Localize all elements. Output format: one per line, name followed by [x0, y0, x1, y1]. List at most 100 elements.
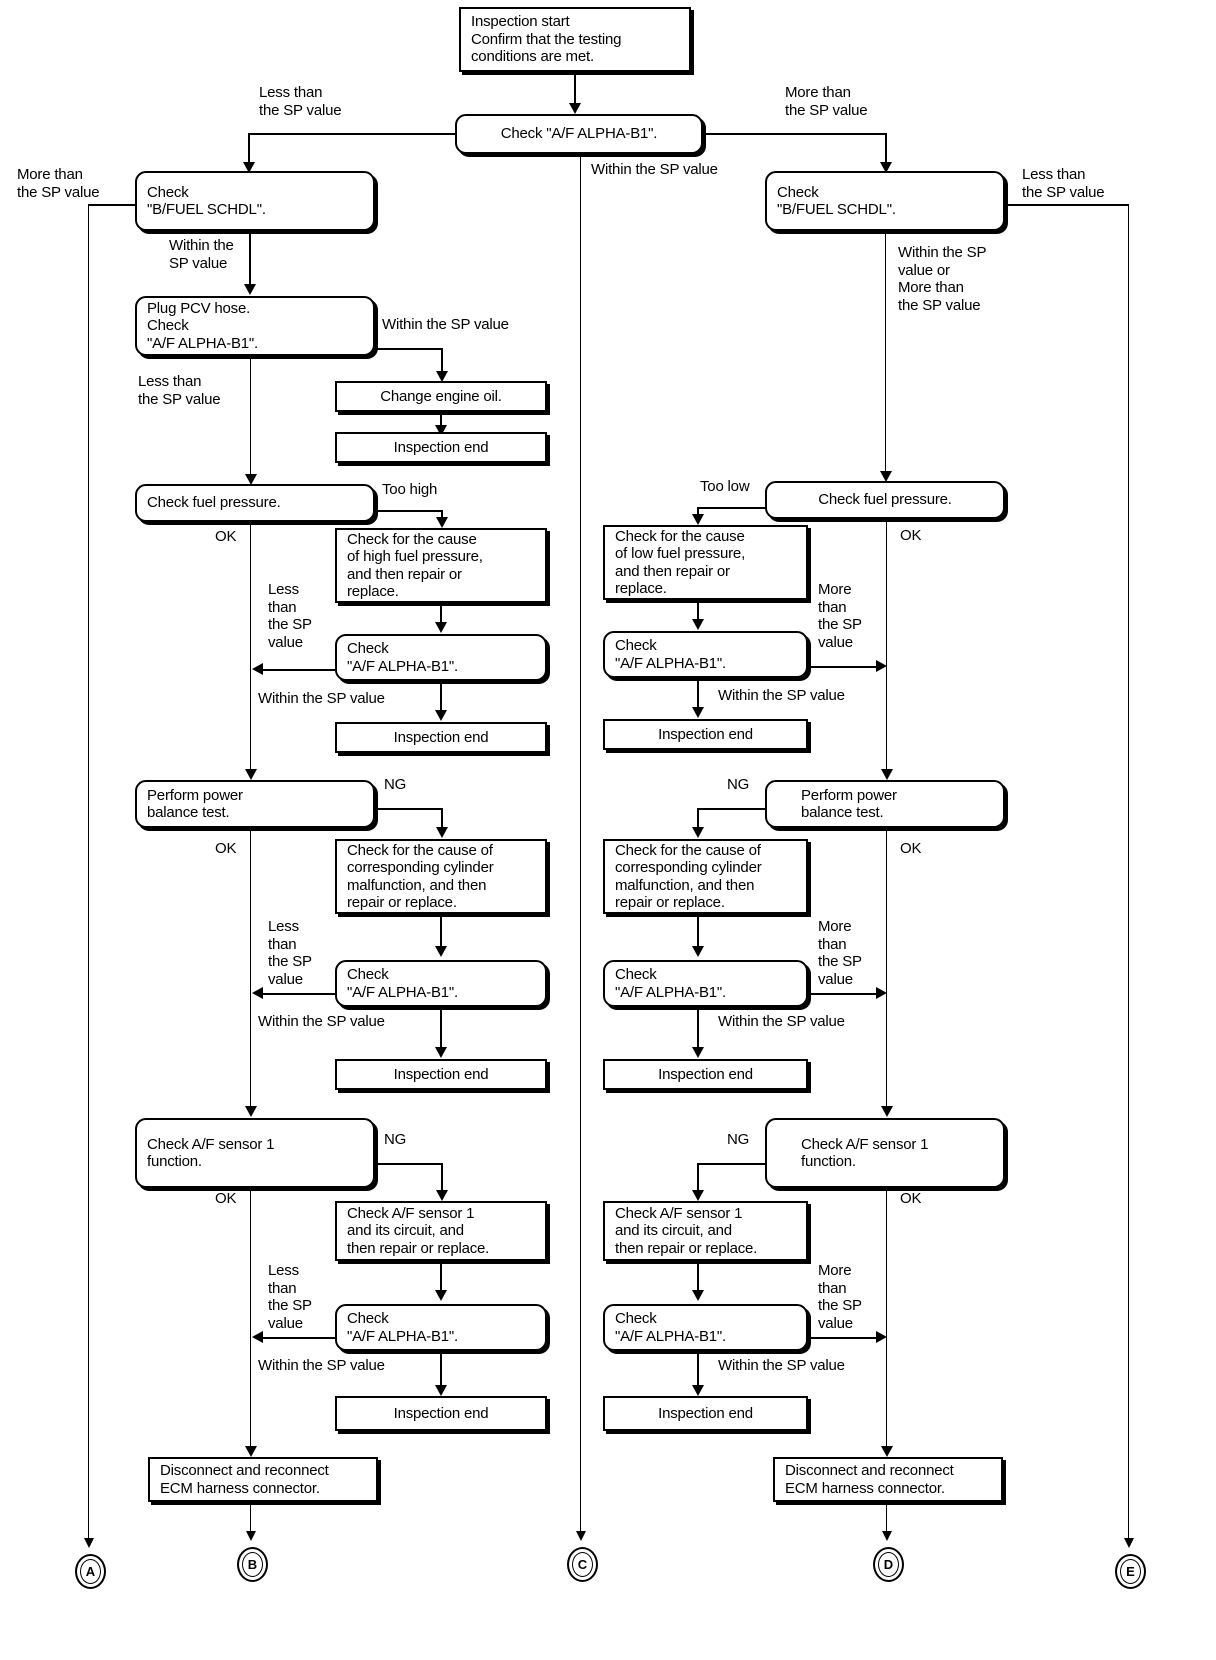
node-left-af-1: Check "A/F ALPHA-B1".	[335, 634, 547, 681]
connector-c: C	[567, 1547, 598, 1582]
label-ok-2-left: OK	[215, 840, 237, 857]
label-more-sp-top: More than the SP value	[785, 84, 868, 119]
arrow-ng1r	[692, 827, 704, 838]
label-less-stack-2: Less than the SP value	[268, 918, 312, 989]
line-top-left-v	[248, 133, 250, 165]
label-ng-1-right: NG	[727, 776, 750, 793]
node-right-af-2: Check "A/F ALPHA-B1".	[603, 960, 808, 1007]
node-right-cause-cylinder: Check for the cause of corresponding cyl…	[603, 839, 808, 914]
node-right-check-fuel-pressure: Check fuel pressure.	[765, 481, 1005, 519]
line-toolow-v	[697, 507, 699, 517]
connector-b: B	[237, 1547, 268, 1582]
arrow-right-bfuel-down	[880, 471, 892, 482]
line-af2-back-h	[262, 993, 337, 995]
line-af1r-down	[697, 678, 699, 710]
arrow-af3-back	[252, 1331, 263, 1343]
line-top-left-h	[248, 133, 457, 135]
line-toohigh-v	[441, 510, 443, 520]
connector-a: A	[75, 1554, 106, 1589]
arrow-af2r-fwd	[876, 987, 887, 999]
node-left-check-sensor: Check A/F sensor 1 function.	[135, 1118, 375, 1188]
node-right-af-1: Check "A/F ALPHA-B1".	[603, 631, 808, 678]
arrow-right-ok2	[881, 1106, 893, 1117]
line-ng2r-h	[697, 1163, 767, 1165]
arrow-af1r-down	[692, 707, 704, 718]
node-left-inspection-end-oil: Inspection end	[335, 432, 547, 463]
label-within-sp-3-left: Within the SP value	[258, 1357, 385, 1374]
label-ng-2-right: NG	[727, 1131, 750, 1148]
node-right-inspection-end-3: Inspection end	[603, 1396, 808, 1431]
arrow-af2r-down	[692, 1047, 704, 1058]
node-inspection-start: Inspection start Confirm that the testin…	[459, 7, 691, 72]
label-more-stack-2: More than the SP value	[818, 918, 862, 989]
arrow-left-ok3	[245, 1446, 257, 1457]
node-left-check-fuel-pressure: Check fuel pressure.	[135, 484, 375, 522]
arrow-connector-b	[246, 1531, 256, 1541]
label-more-stack-3: More than the SP value	[818, 1262, 862, 1333]
arrow-toolow	[692, 514, 704, 525]
line-right-ecm-down	[886, 1502, 887, 1538]
node-left-plug-pcv: Plug PCV hose. Check "A/F ALPHA-B1".	[135, 296, 375, 356]
label-less-stack-3: Less than the SP value	[268, 1262, 312, 1333]
label-within-or-more: Within the SP value or More than the SP …	[898, 244, 987, 315]
label-within-sp-2-left: Within the SP value	[258, 1013, 385, 1030]
connector-a-label: A	[80, 1559, 101, 1584]
line-right-bfuel-down	[885, 231, 886, 474]
arrow-cause-high-to-af	[435, 622, 447, 633]
node-right-power-balance: Perform power balance test.	[765, 780, 1005, 828]
arrow-oil-to-end	[435, 425, 447, 436]
arrow-connector-a	[84, 1538, 94, 1548]
arrow-cause-cyl-to-af	[435, 946, 447, 957]
line-top-right-v	[885, 133, 887, 165]
node-left-cause-high-pressure: Check for the cause of high fuel pressur…	[335, 528, 547, 603]
label-ok-1-left: OK	[215, 528, 237, 545]
node-right-ecm-harness: Disconnect and reconnect ECM harness con…	[773, 1457, 1003, 1502]
line-cause-high-to-af	[440, 603, 442, 625]
line-farright-v-e	[1128, 204, 1129, 1546]
connector-c-label: C	[572, 1552, 593, 1577]
line-cause-sensor-to-af	[440, 1261, 442, 1293]
node-left-inspection-end-3: Inspection end	[335, 1396, 547, 1431]
line-af1-back-h	[262, 669, 337, 671]
node-left-inspection-end-1: Inspection end	[335, 722, 547, 753]
node-right-inspection-end-1: Inspection end	[603, 719, 808, 750]
arrow-left-bfuel-down	[244, 284, 256, 295]
line-af2r-fwd-h	[806, 993, 878, 995]
line-pcv-down	[250, 356, 251, 479]
line-farleft-v-a	[88, 204, 89, 1546]
label-ok-3-left: OK	[215, 1190, 237, 1207]
line-ng2l-v	[441, 1163, 443, 1194]
line-pcv-v	[441, 348, 443, 374]
label-ok-2-right: OK	[900, 840, 922, 857]
line-left-ok2	[250, 828, 251, 1111]
line-top-right-h	[701, 133, 887, 135]
label-less-sp-pcv: Less than the SP value	[138, 373, 221, 408]
connector-d-label: D	[878, 1552, 899, 1577]
arrow-af3r-down	[692, 1385, 704, 1396]
arrow-ng1l	[436, 827, 448, 838]
arrow-af2-back	[252, 987, 263, 999]
line-ng2r-v	[697, 1163, 699, 1194]
node-right-check-sensor: Check A/F sensor 1 function.	[765, 1118, 1005, 1188]
label-within-sp-2-right: Within the SP value	[718, 1013, 845, 1030]
arrow-ng2r	[692, 1190, 704, 1201]
node-right-cause-sensor: Check A/F sensor 1 and its circuit, and …	[603, 1201, 808, 1261]
arrow-pcv-to-oil	[436, 371, 448, 382]
label-ng-2-left: NG	[384, 1131, 407, 1148]
line-middle-c	[580, 154, 581, 1538]
label-less-stack-1: Less than the SP value	[268, 581, 312, 652]
arrow-right-ok1	[881, 769, 893, 780]
node-right-inspection-end-2: Inspection end	[603, 1059, 808, 1090]
node-left-cause-sensor: Check A/F sensor 1 and its circuit, and …	[335, 1201, 547, 1261]
label-ok-1-right: OK	[900, 527, 922, 544]
label-within-sp-1-left: Within the SP value	[258, 690, 385, 707]
arrow-right-ok3	[881, 1446, 893, 1457]
label-ng-1-left: NG	[384, 776, 407, 793]
arrow-start-to-check	[569, 103, 581, 114]
arrow-connector-d	[882, 1531, 892, 1541]
connector-e-label: E	[1120, 1559, 1141, 1584]
label-within-sp-pcv: Within the SP value	[382, 316, 509, 333]
arrow-pcv-down	[245, 474, 257, 485]
label-within-sp-1-right: Within the SP value	[718, 687, 845, 704]
line-start-to-check	[574, 72, 576, 106]
